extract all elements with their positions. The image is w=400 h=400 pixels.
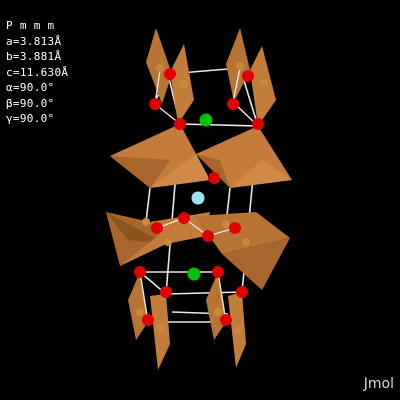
lattice-a-label: a=3.813Å: [6, 34, 62, 48]
unit-cell-info: P m m m a=3.813Å b=3.881Å c=11.630Å α=90…: [6, 18, 68, 127]
angle-gamma-label: γ=90.0°: [6, 112, 55, 125]
middle-pyramids: [106, 212, 290, 290]
barium-atoms: [187, 113, 213, 281]
oxygen-atoms: [134, 68, 264, 326]
angle-beta-label: β=90.0°: [6, 96, 55, 110]
lattice-c-label: c=11.630Å: [6, 65, 69, 79]
upper-pyramids: [110, 28, 292, 188]
jmol-logo-text: Jmol: [363, 376, 394, 392]
lattice-b-label: b=3.881Å: [6, 50, 62, 63]
space-group-label: P m m m: [6, 19, 55, 32]
angle-alpha-label: α=90.0°: [6, 81, 55, 94]
copper-atoms: [136, 62, 268, 334]
lower-plates: [128, 272, 246, 370]
yttrium-atoms: [191, 191, 205, 205]
